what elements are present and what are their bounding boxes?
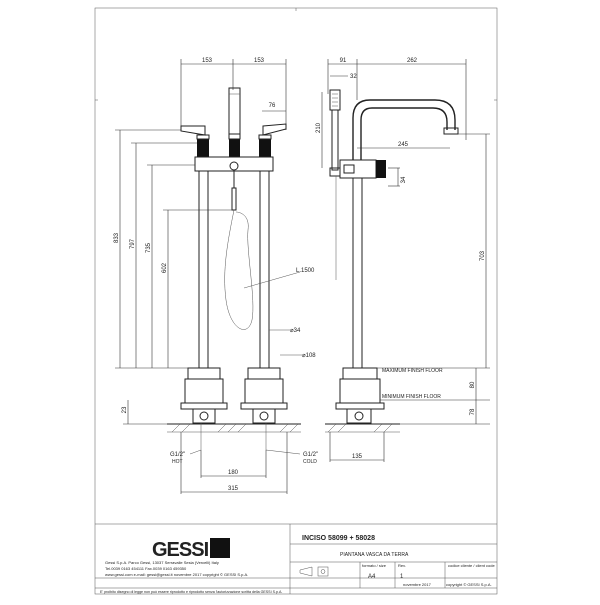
- spout-aerator: [443, 127, 459, 135]
- product-code: INCISO 58099 + 58028: [302, 535, 375, 542]
- hose-connector: [229, 161, 239, 171]
- spout-outer: [352, 99, 456, 160]
- dim-262: 262: [407, 58, 418, 64]
- hot-thread-label: G1/2": [170, 452, 185, 458]
- floor-hatch-front: [167, 423, 301, 433]
- max-floor-label: MAXIMUM FINISH FLOOR: [382, 368, 443, 374]
- rev-value: 1: [400, 574, 404, 580]
- company-phone: Tel.0039 0163 454111 Fax.0039 0163 45935…: [105, 566, 187, 571]
- cold-thread-label: G1/2": [303, 452, 318, 458]
- spout-inner: [360, 107, 448, 160]
- product-description: PIANTANA VASCA DA TERRA: [340, 552, 409, 558]
- dim-80: 80: [470, 381, 476, 388]
- cold-handle: [262, 123, 287, 136]
- dim-735: 735: [146, 242, 152, 253]
- dim-78: 78: [470, 408, 476, 415]
- mixer-body: [194, 156, 274, 172]
- center-black-band: [229, 139, 240, 157]
- title-block: GESSI Gessi S.p.A. Parco Gessi, 13037 Se…: [95, 523, 497, 594]
- gessi-logo: GESSI: [152, 539, 209, 561]
- dim-315: 315: [228, 486, 239, 492]
- projection-symbol: [299, 566, 329, 577]
- hot-handle: [180, 125, 206, 136]
- front-view: 153 153 76: [114, 58, 318, 494]
- diameter-34-label: ⌀34: [290, 328, 301, 334]
- side-hand-shower: [329, 89, 341, 111]
- shower-hose: [224, 209, 254, 330]
- dim-135: 135: [352, 454, 363, 460]
- dim-833: 833: [114, 232, 120, 243]
- gessi-logo-square: [210, 538, 230, 558]
- sheet-border: [94, 7, 498, 595]
- company-address: Gessi S.p.A. Parco Gessi, 13037 Serraval…: [105, 560, 219, 565]
- hot-column: [198, 170, 209, 369]
- format-label: formato / size: [362, 563, 387, 568]
- side-flange: [342, 367, 378, 380]
- dim-602: 602: [162, 262, 168, 273]
- hose-length-label: L.1500: [296, 268, 315, 274]
- dim-797: 797: [130, 238, 136, 249]
- hand-shower-head: [228, 87, 241, 135]
- copyright-short: copyright © GESSI S.p.A.: [446, 582, 492, 587]
- min-floor-label: MINIMUM FINISH FLOOR: [382, 394, 441, 400]
- cold-flange: [247, 367, 281, 380]
- dim-153-left: 153: [202, 58, 213, 64]
- dim-23: 23: [122, 406, 128, 413]
- client-code-label: codice cliente / client code: [448, 563, 495, 568]
- company-web: www.gessi.com e-mail: gessi@gessi.it nov…: [105, 572, 248, 577]
- dim-245: 245: [398, 142, 409, 148]
- cold-inlet: [252, 408, 276, 424]
- dim-180: 180: [228, 470, 239, 476]
- side-black-band: [376, 160, 386, 178]
- cold-label: COLD: [303, 459, 317, 465]
- hot-inlet: [192, 408, 216, 424]
- rev-label: Rev.: [398, 563, 406, 568]
- cold-column: [259, 170, 270, 369]
- hot-black-band: [197, 139, 209, 157]
- dim-34-side: 34: [401, 176, 407, 183]
- dim-153-right: 153: [254, 58, 265, 64]
- dim-32: 32: [350, 74, 357, 80]
- date-value: novembre 2017: [403, 582, 432, 587]
- legal-footer: E' proibito disegno di legge non può ess…: [100, 590, 282, 594]
- dim-703: 703: [480, 250, 486, 261]
- diameter-108-label: ⌀108: [302, 353, 316, 359]
- floor-hatch-side: [325, 423, 400, 433]
- dim-76: 76: [269, 103, 276, 109]
- format-value: A4: [368, 574, 376, 580]
- side-column: [352, 177, 363, 369]
- side-mixer-body: [339, 159, 377, 179]
- dim-91: 91: [340, 58, 347, 64]
- side-view: 91 262 32 210 245 34: [316, 58, 490, 462]
- hot-label: HOT: [172, 459, 183, 465]
- cold-black-band: [259, 139, 271, 157]
- dim-210: 210: [316, 122, 322, 133]
- hot-flange: [187, 367, 221, 380]
